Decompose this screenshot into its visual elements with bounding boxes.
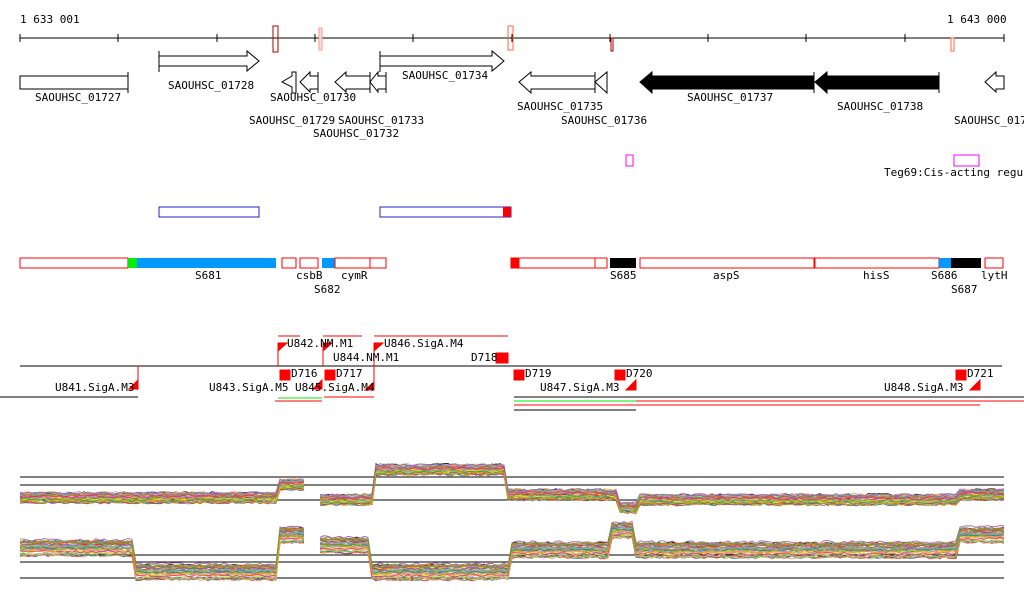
ruler-end-label: 1 643 000 xyxy=(947,13,1007,26)
ruler-start-label: 1 633 001 xyxy=(20,13,80,26)
gene-label: SAOUHSC_01732 xyxy=(313,127,399,140)
gene-label: SAOUHSC_01736 xyxy=(561,114,647,127)
gene-label: SAOUHSC_01733 xyxy=(338,114,424,127)
segment-label: hisS xyxy=(863,269,890,282)
segment-cymr[interactable] xyxy=(334,257,371,269)
feature-label[interactable]: D720 xyxy=(626,367,653,380)
feature-label[interactable]: D718 xyxy=(471,351,498,364)
gene-01727[interactable] xyxy=(19,72,129,93)
gene-label: SAOUHSC_01737 xyxy=(687,91,773,104)
gene-01729[interactable] xyxy=(280,71,297,94)
segment-label: S685 xyxy=(610,269,637,282)
gene-01736[interactable] xyxy=(594,70,608,95)
ruler-marker[interactable] xyxy=(950,37,955,52)
gene-01732[interactable] xyxy=(334,70,371,94)
gene-label: SAOUHSC_01735 xyxy=(517,100,603,113)
segment-labels: S681 csbB S682 cymR S685 aspS hisS S686 … xyxy=(195,269,1008,296)
feature-label[interactable]: U843.SigA.M5 xyxy=(209,381,288,394)
segment-label: cymR xyxy=(341,269,368,282)
gene-label: SAOUHSC_01738 xyxy=(837,100,923,113)
gene-01738[interactable] xyxy=(814,70,940,95)
gene-label: SAOUHSC_01734 xyxy=(402,69,488,82)
gene-01735[interactable] xyxy=(518,70,596,95)
segment-label: aspS xyxy=(713,269,740,282)
feature-label[interactable]: U845.SigA.M4 xyxy=(295,381,375,394)
segment-csbb[interactable] xyxy=(299,257,319,269)
expression-trace xyxy=(19,530,1005,576)
feature-label[interactable]: D717 xyxy=(336,367,363,380)
gene-01734[interactable] xyxy=(379,49,505,73)
segment-s686[interactable] xyxy=(939,258,951,268)
coordinate-ruler: 1 633 001 1 643 000 xyxy=(19,13,1007,53)
segment-label: S686 xyxy=(931,269,958,282)
operon-box-end xyxy=(503,207,511,217)
gene-label: SAOUHSC_01730 xyxy=(270,91,356,104)
gene-track xyxy=(19,49,1005,95)
ruler-marker[interactable] xyxy=(610,37,614,52)
expression-trace xyxy=(19,532,1005,578)
gene-labels: SAOUHSC_01727 SAOUHSC_01728 SAOUHSC_0172… xyxy=(35,69,1024,140)
gene-label: SAOUHSC_01728 xyxy=(168,79,254,92)
feature-label[interactable]: U842.NM.M1 xyxy=(287,337,353,350)
expression-trace xyxy=(19,524,1005,570)
expression-trace xyxy=(19,532,1005,578)
segment-asps[interactable] xyxy=(639,257,815,269)
gene-label: SAOUHSC_01729 xyxy=(249,114,335,127)
feature-track: U842.NM.M1 U844.NM.M1 U846.SigA.M4 D718 … xyxy=(0,335,1024,411)
regulatory-feature[interactable] xyxy=(953,154,980,167)
segment[interactable] xyxy=(19,257,129,269)
segment-s682[interactable] xyxy=(322,258,335,268)
gene-01730[interactable] xyxy=(299,70,319,94)
segment-s685[interactable] xyxy=(610,258,636,268)
expression-trace xyxy=(19,523,1005,568)
segment-label: lytH xyxy=(981,269,1008,282)
segment[interactable] xyxy=(518,257,596,269)
feature-label[interactable]: U841.SigA.M3 xyxy=(55,381,134,394)
feature-label[interactable]: D721 xyxy=(967,367,994,380)
gene-0173x[interactable] xyxy=(984,70,1005,94)
regulatory-feature[interactable] xyxy=(625,154,634,167)
segment-lyth[interactable] xyxy=(984,257,1004,269)
gene-label: SAOUHSC_0173 xyxy=(954,114,1024,127)
expression-trace xyxy=(19,534,1005,580)
segment-label: csbB xyxy=(296,269,323,282)
regulatory-label: Teg69:Cis-acting regulat xyxy=(884,166,1024,179)
gene-01728[interactable] xyxy=(158,49,260,73)
ruler-marker[interactable] xyxy=(507,25,514,51)
expression-trace xyxy=(19,466,1005,508)
expression-trace xyxy=(19,526,1005,572)
expression-trace xyxy=(19,535,1005,582)
gene-label: SAOUHSC_01727 xyxy=(35,91,121,104)
expression-plot xyxy=(19,462,1005,582)
expression-trace xyxy=(19,528,1005,574)
ruler-marker[interactable] xyxy=(272,25,279,53)
gene-01737[interactable] xyxy=(639,70,815,95)
feature-label[interactable]: U846.SigA.M4 xyxy=(384,337,464,350)
feature-label[interactable]: U844.NM.M1 xyxy=(333,351,399,364)
segment[interactable] xyxy=(594,257,608,269)
feature-label[interactable]: U847.SigA.M3 xyxy=(540,381,619,394)
expression-trace xyxy=(19,471,1005,514)
segment-label: S687 xyxy=(951,283,978,296)
feature-label[interactable]: U848.SigA.M3 xyxy=(884,381,963,394)
segment-label: S681 xyxy=(195,269,222,282)
ruler-marker[interactable] xyxy=(318,27,323,51)
segment-s681[interactable] xyxy=(137,258,276,268)
feature-label[interactable]: D716 xyxy=(291,367,318,380)
segment[interactable] xyxy=(128,258,137,268)
segment[interactable] xyxy=(369,257,387,269)
segment[interactable] xyxy=(510,257,520,269)
expression-trace xyxy=(19,468,1005,510)
expression-trace xyxy=(19,465,1005,507)
operon-box[interactable] xyxy=(379,206,512,218)
segment-label: S682 xyxy=(314,283,341,296)
segment[interactable] xyxy=(281,257,297,269)
segment-track xyxy=(19,257,1004,269)
operon-box[interactable] xyxy=(158,206,260,218)
gene-01733[interactable] xyxy=(369,70,387,94)
expression-trace xyxy=(19,463,1005,505)
segment-s687[interactable] xyxy=(951,258,981,268)
segment-hiss[interactable] xyxy=(814,257,940,269)
feature-label[interactable]: D719 xyxy=(525,367,552,380)
